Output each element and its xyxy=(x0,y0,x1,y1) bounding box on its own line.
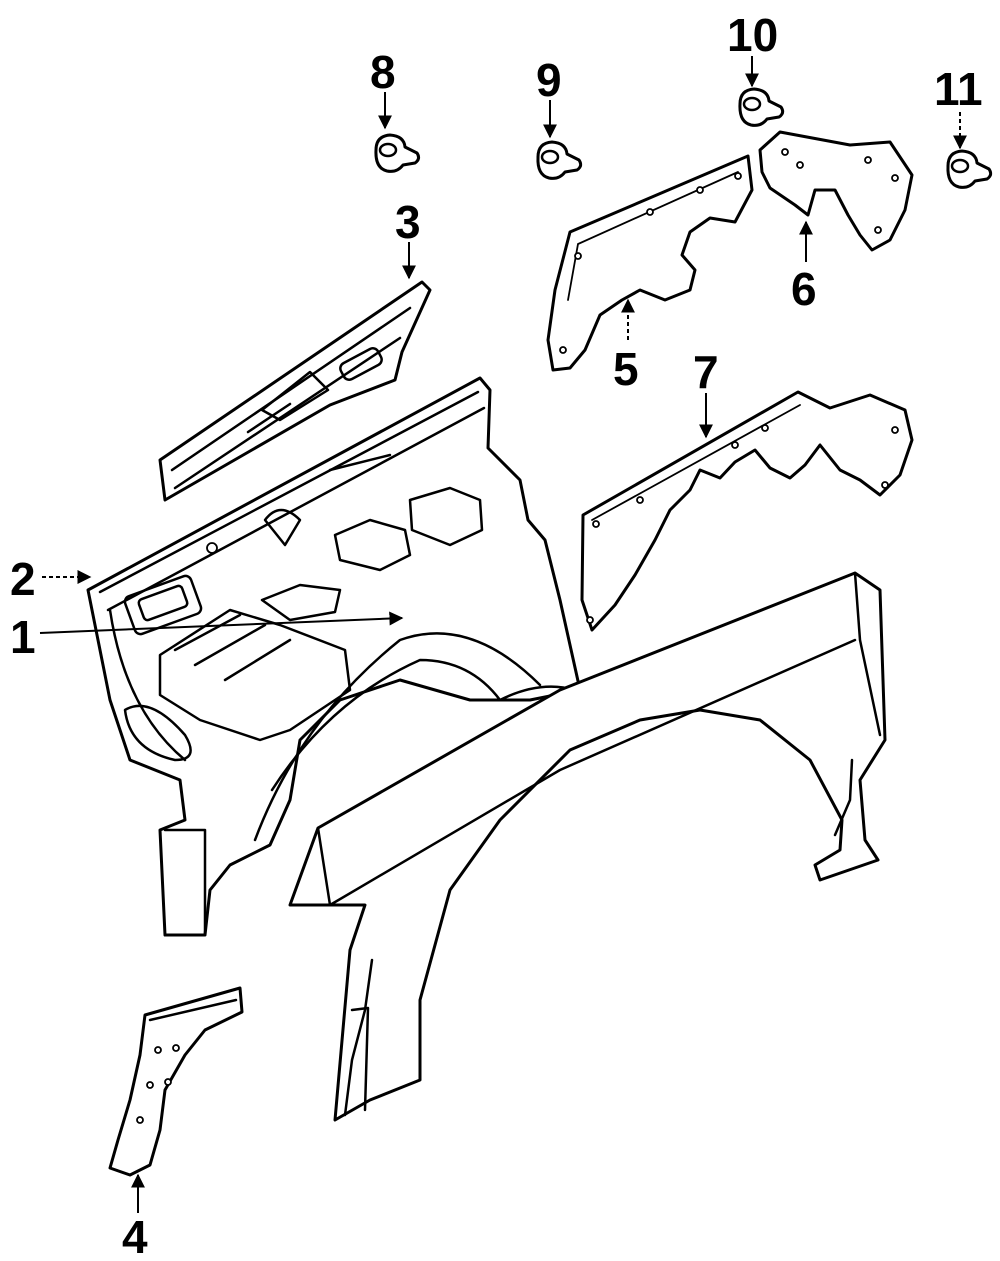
leader-lines xyxy=(39,56,967,1213)
callout-11: 11 xyxy=(934,63,983,115)
clip-part-9 xyxy=(536,140,583,180)
callout-2: 2 xyxy=(10,553,36,605)
clip-part-8 xyxy=(374,133,421,173)
callout-labels: 1 2 3 4 5 6 7 8 9 10 11 xyxy=(10,9,983,1261)
splash-shield-part-7 xyxy=(580,390,914,632)
callout-10: 10 xyxy=(727,9,778,61)
clip-part-11 xyxy=(946,149,993,189)
bracket-part-4 xyxy=(108,986,244,1177)
callout-7: 7 xyxy=(693,346,719,398)
callout-6: 6 xyxy=(791,263,817,315)
callout-5: 5 xyxy=(613,343,639,395)
callout-9: 9 xyxy=(536,54,562,106)
shield-part-6 xyxy=(758,130,914,252)
callout-1: 1 xyxy=(10,611,36,663)
clip-part-10 xyxy=(738,87,785,127)
apron-assembly-part-1-2 xyxy=(86,376,582,937)
callout-8: 8 xyxy=(370,46,396,98)
splash-shield-part-5 xyxy=(546,154,754,372)
callout-4: 4 xyxy=(122,1211,148,1261)
cowl-panel-part-3 xyxy=(158,280,432,502)
callout-3: 3 xyxy=(395,196,421,248)
front-fender xyxy=(288,571,887,1122)
